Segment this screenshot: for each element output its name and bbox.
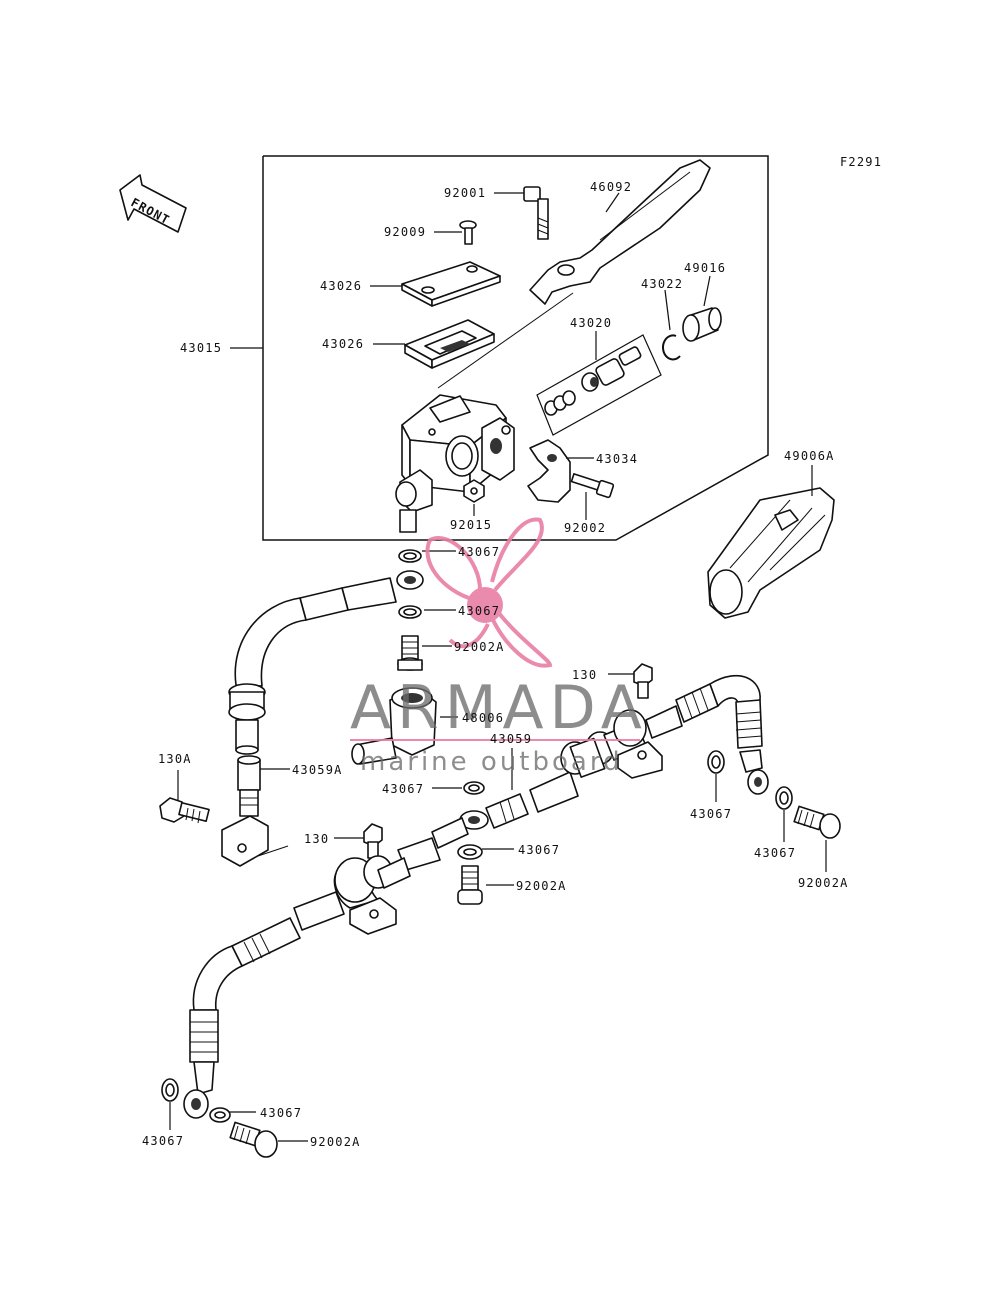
front-arrow-icon: FRONT [119,174,187,233]
main-hose [397,674,769,871]
bleeder-nut [463,479,485,503]
pivot-bolt [523,186,549,240]
label-43026-cap: 43026 [320,279,362,293]
holder-bolt [570,473,615,499]
banjo-bolt-bottom [229,1121,278,1158]
leader-lines [169,192,827,1142]
circlip [661,334,681,361]
label-130-2: 130 [304,832,329,846]
label-43022: 43022 [641,277,683,291]
reservoir-cap [401,261,501,307]
label-92002A-3: 92002A [798,876,849,890]
label-92002: 92002 [564,521,606,535]
master-cylinder-cover [707,487,835,619]
lower-hose [183,917,301,1119]
bolt-130-lower [363,823,383,859]
propeller-logo-icon [425,517,553,668]
label-92001: 92001 [444,186,486,200]
label-43067-5: 43067 [518,843,560,857]
part-labels: 43015 92001 46092 92009 43026 43026 4302… [142,180,849,1149]
lever-holder [527,439,571,503]
watermark: ARMADA marine outboard [350,517,648,777]
label-43067-2: 43067 [458,604,500,618]
label-43034: 43034 [596,452,638,466]
hose-clamp-lower [293,855,411,935]
dust-boot [682,307,722,342]
label-43020: 43020 [570,316,612,330]
label-130A: 130A [158,752,192,766]
bolt-130-upper [633,663,653,699]
label-43067-6: 43067 [754,846,796,860]
washer-group [161,750,793,1123]
banjo-bolt-mid [457,865,483,905]
label-43059A: 43059A [292,763,343,777]
upper-hose [221,549,424,867]
label-43059: 43059 [490,732,532,746]
bolt-130a [159,797,210,824]
label-130-1: 130 [572,668,597,682]
banjo-bolt-right [793,805,841,839]
watermark-brand: ARMADA [350,673,648,743]
joint [351,687,437,765]
figure-code: F2291 [840,155,882,169]
piston-kit [536,334,662,436]
label-43067-1: 43067 [458,545,500,559]
label-48006: 48006 [462,711,504,725]
master-cylinder-body [395,394,515,533]
label-43067-7: 43067 [260,1106,302,1120]
label-46092: 46092 [590,180,632,194]
label-43067-8: 43067 [142,1134,184,1148]
label-43067-3: 43067 [382,782,424,796]
banjo-bolt-upper [397,635,423,671]
label-92009: 92009 [384,225,426,239]
label-92002A-1: 92002A [454,640,505,654]
label-92002A-2: 92002A [516,879,567,893]
label-92002A-4: 92002A [310,1135,361,1149]
brake-lever [529,159,711,305]
leader-line [437,292,574,389]
label-49006A: 49006A [784,449,835,463]
label-43067-4: 43067 [690,807,732,821]
assembly-frame [230,155,769,541]
watermark-tagline: marine outboard [360,747,623,777]
label-43015: 43015 [180,341,222,355]
label-43026-diaphragm: 43026 [322,337,364,351]
reservoir-diaphragm [404,319,495,369]
label-92015: 92015 [450,518,492,532]
label-49016: 49016 [684,261,726,275]
cover-screw [459,220,477,245]
